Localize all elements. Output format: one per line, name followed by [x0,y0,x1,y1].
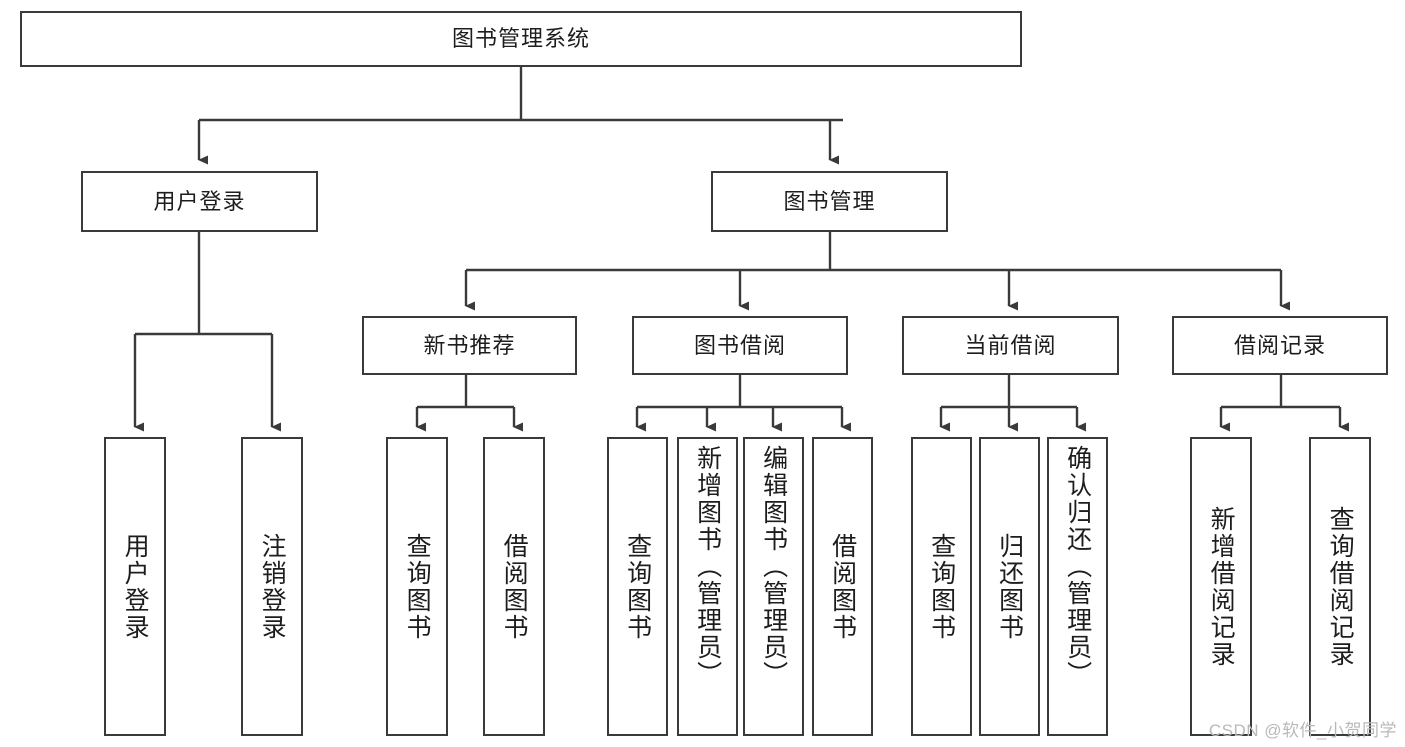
node-leaf-add-record-label: 新增借阅记录 [1207,505,1236,668]
node-leaf-borrow-book-1-label: 借阅图书 [500,532,529,641]
node-user-login[interactable]: 用户登录 [81,171,318,232]
node-leaf-query-book-1[interactable]: 查询图书 [386,437,448,736]
node-book-borrow-label: 图书借阅 [693,332,786,358]
node-user-login-label: 用户登录 [153,188,246,214]
node-root-label: 图书管理系统 [451,26,590,52]
node-leaf-add-record[interactable]: 新增借阅记录 [1190,437,1252,736]
node-leaf-query-record-label: 查询借阅记录 [1326,505,1355,668]
node-leaf-logout-label: 注销登录 [258,532,287,641]
node-current-borrow[interactable]: 当前借阅 [902,316,1119,375]
node-leaf-query-book-3-label: 查询图书 [927,532,956,641]
node-leaf-edit-book[interactable]: 编辑图书（管理员） [743,437,804,736]
node-leaf-query-book-2-label: 查询图书 [623,532,652,641]
node-new-book-recommend[interactable]: 新书推荐 [362,316,577,375]
watermark: CSDN @软件_小贺同学 [1208,721,1397,740]
node-leaf-query-record[interactable]: 查询借阅记录 [1309,437,1371,736]
node-leaf-logout[interactable]: 注销登录 [241,437,303,736]
node-root[interactable]: 图书管理系统 [20,11,1022,67]
node-borrow-record-label: 借阅记录 [1233,332,1326,358]
node-leaf-return-book[interactable]: 归还图书 [979,437,1040,736]
node-book-management[interactable]: 图书管理 [711,171,948,232]
node-leaf-return-book-label: 归还图书 [995,532,1024,641]
node-leaf-add-book[interactable]: 新增图书（管理员） [677,437,738,736]
node-leaf-user-login-label: 用户登录 [121,532,150,641]
node-leaf-borrow-book-2[interactable]: 借阅图书 [812,437,873,736]
node-leaf-query-book-3[interactable]: 查询图书 [911,437,972,736]
node-leaf-user-login[interactable]: 用户登录 [104,437,166,736]
node-leaf-query-book-2[interactable]: 查询图书 [607,437,668,736]
node-leaf-confirm-return[interactable]: 确认归还（管理员） [1047,437,1108,736]
node-book-management-label: 图书管理 [783,188,876,214]
node-new-book-recommend-label: 新书推荐 [423,332,516,358]
node-leaf-edit-book-label: 编辑图书（管理员） [759,445,788,688]
node-leaf-query-book-1-label: 查询图书 [403,532,432,641]
node-book-borrow[interactable]: 图书借阅 [632,316,848,375]
node-leaf-add-book-label: 新增图书（管理员） [693,445,722,688]
node-leaf-borrow-book-2-label: 借阅图书 [828,532,857,641]
node-leaf-confirm-return-label: 确认归还（管理员） [1063,445,1092,688]
node-borrow-record[interactable]: 借阅记录 [1172,316,1388,375]
node-current-borrow-label: 当前借阅 [964,332,1057,358]
node-leaf-borrow-book-1[interactable]: 借阅图书 [483,437,545,736]
